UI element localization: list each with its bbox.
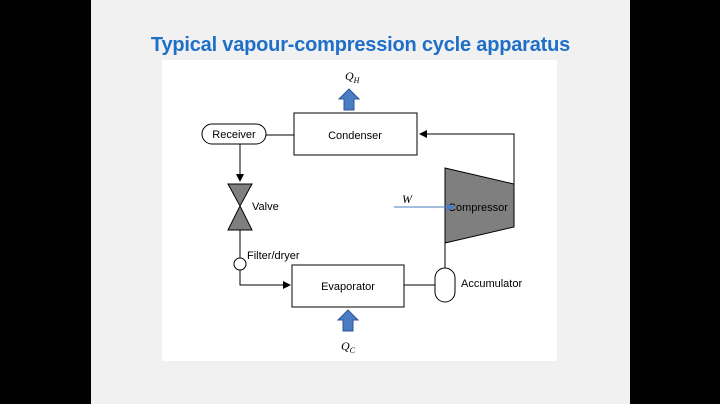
heat-out-arrow <box>337 88 361 111</box>
cycle-diagram: QH Condenser Receiver Valve Filter/dryer… <box>162 60 557 361</box>
heat-out-label: QH <box>345 69 361 85</box>
accumulator-label: Accumulator <box>461 278 522 290</box>
filter-dryer-label: Filter/dryer <box>247 250 300 262</box>
line-compressor-condenser <box>419 130 515 184</box>
valve-symbol-lower <box>227 204 253 231</box>
compressor-symbol <box>444 167 515 244</box>
heat-in-subscript: C <box>350 346 356 355</box>
work-label: W <box>402 192 413 206</box>
receiver-box <box>201 123 267 145</box>
accumulator-symbol <box>434 267 456 303</box>
evaporator-box <box>291 264 405 308</box>
heat-out-subscript: H <box>353 76 361 85</box>
heat-in-symbol: Q <box>341 339 350 353</box>
condenser-box <box>293 112 418 156</box>
cycle-diagram-svg: QH Condenser Receiver Valve Filter/dryer… <box>201 69 522 355</box>
receiver-label: Receiver <box>212 129 256 141</box>
evaporator-label: Evaporator <box>321 281 375 293</box>
slide-title: Typical vapour-compression cycle apparat… <box>150 34 571 56</box>
heat-in-arrow <box>336 309 360 332</box>
condenser-label: Condenser <box>328 130 382 142</box>
heat-in-label: QC <box>341 339 356 355</box>
valve-label: Valve <box>252 201 279 213</box>
line-filter-evaporator <box>239 270 291 289</box>
filter-dryer-symbol <box>233 257 247 271</box>
heat-out-symbol: Q <box>345 69 354 83</box>
compressor-label: Compressor <box>448 202 508 214</box>
valve-symbol <box>227 183 253 208</box>
